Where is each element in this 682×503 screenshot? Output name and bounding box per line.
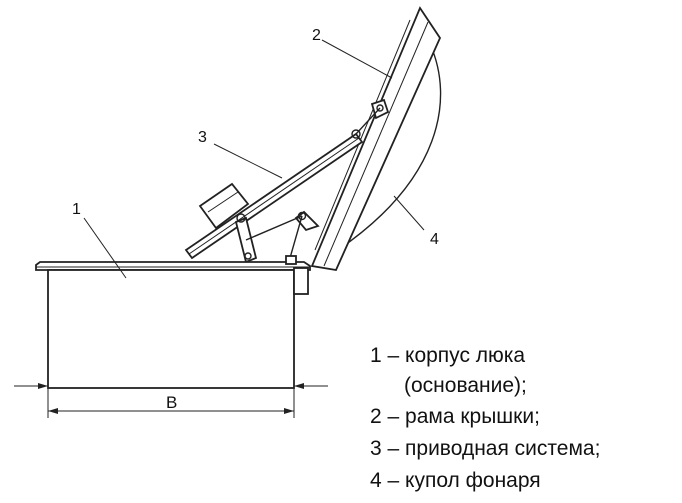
drive-system: [184, 98, 390, 264]
leader-3: [213, 143, 283, 179]
motor-box: [198, 182, 250, 230]
legend-item-1-cont: (основание);: [404, 374, 527, 397]
legend-item-1: 1 – корпус люка: [370, 344, 525, 367]
leader-2: [321, 39, 393, 79]
lid-frame: [310, 6, 442, 272]
dimension-label: B: [166, 393, 177, 412]
legend: 1 – корпус люка (основание); 2 – рама кр…: [370, 344, 600, 492]
callout-1: 1: [72, 201, 81, 218]
callout-3: 3: [198, 129, 207, 146]
legend-item-4: 4 – купол фонаря: [370, 469, 541, 492]
callout-2: 2: [312, 27, 321, 44]
legend-item-3: 3 – приводная система;: [370, 437, 600, 460]
dimension-b: B: [14, 383, 328, 418]
leader-1: [83, 217, 127, 279]
dome-arc: [337, 43, 442, 251]
callout-4: 4: [430, 231, 439, 248]
hatch-body: [35, 255, 311, 389]
leader-4: [393, 195, 425, 231]
legend-item-2: 2 – рама крышки;: [370, 405, 540, 428]
